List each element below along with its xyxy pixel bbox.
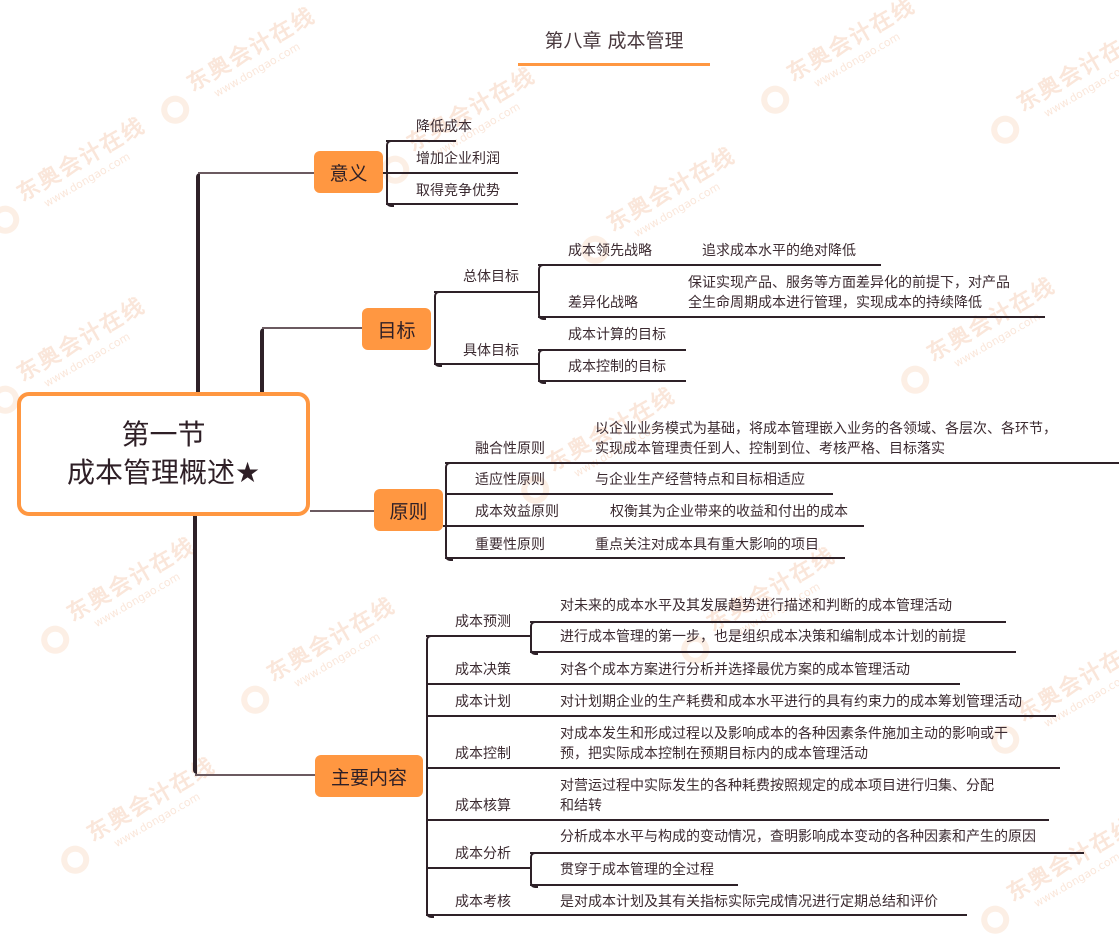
content-label[interactable]: 成本预测: [455, 614, 511, 630]
content-label[interactable]: 成本计划: [455, 694, 511, 710]
principle-label[interactable]: 成本效益原则: [475, 504, 559, 520]
root-line-1: 第一节: [121, 418, 206, 451]
connector-objectives: [262, 327, 362, 329]
topic-objectives[interactable]: 目标: [362, 308, 431, 350]
principle-label[interactable]: 重要性原则: [475, 537, 545, 553]
content-desc: 预，把实际成本控制在预期目标内的成本管理活动: [560, 746, 868, 762]
topic-main-content[interactable]: 主要内容: [315, 755, 423, 797]
connector-content: [195, 774, 315, 776]
content-desc: 对未来的成本水平及其发展趋势进行描述和判断的成本管理活动: [560, 598, 952, 614]
specific-objective-item[interactable]: 成本控制的目标: [568, 359, 666, 375]
content-label[interactable]: 成本决策: [455, 662, 511, 678]
content-desc: 对营运过程中实际发生的各种耗费按照规定的成本项目进行归集、分配: [560, 778, 994, 794]
underline: [426, 715, 1056, 717]
content-desc: 分析成本水平与构成的变动情况，查明影响成本变动的各种因素和产生的原因: [560, 829, 1036, 845]
content-desc: 对各个成本方案进行分析并选择最优方案的成本管理活动: [560, 662, 910, 678]
underline: [383, 172, 518, 174]
underline: [530, 621, 1006, 623]
bracket-overall: [538, 264, 546, 320]
trunk-upper-right: [260, 328, 264, 393]
underline: [426, 683, 960, 685]
underline: [434, 291, 540, 293]
strategy-label[interactable]: 差异化战略: [568, 295, 638, 311]
content-desc: 和结转: [560, 798, 602, 814]
principle-desc: 权衡其为企业带来的收益和付出的成本: [610, 504, 848, 520]
bracket-specific: [538, 349, 546, 384]
principle-desc: 实现成本管理责任到人、控制到位、考核严格、目标落实: [595, 441, 945, 457]
principle-desc: 以企业业务模式为基础，将成本管理嵌入业务的各领域、各层次、各环节，: [595, 421, 1057, 437]
underline: [386, 203, 518, 205]
root-node[interactable]: 第一节 成本管理概述★: [17, 392, 310, 516]
underline: [530, 651, 1016, 653]
underline: [538, 316, 1045, 318]
connector-principles: [310, 510, 374, 512]
underline: [434, 363, 540, 365]
title-underline: [518, 63, 710, 66]
underline: [443, 525, 864, 527]
significance-item[interactable]: 降低成本: [416, 119, 472, 135]
underline: [426, 914, 967, 916]
underline: [538, 380, 686, 382]
underline: [530, 884, 738, 886]
underline: [426, 635, 530, 637]
trunk-lower: [193, 516, 197, 774]
underline: [538, 349, 686, 351]
topic-significance[interactable]: 意义: [314, 151, 383, 193]
root-line-2: 成本管理概述★: [66, 456, 261, 489]
strategy-label[interactable]: 成本领先战略: [568, 243, 652, 259]
specific-objective-item[interactable]: 成本计算的目标: [568, 327, 666, 343]
underline: [426, 867, 530, 869]
principle-desc: 重点关注对成本具有重大影响的项目: [595, 537, 819, 553]
content-desc: 对计划期企业的生产耗费和成本水平进行的具有约束力的成本筹划管理活动: [560, 694, 1022, 710]
content-desc: 进行成本管理的第一步，也是组织成本决策和编制成本计划的前提: [560, 629, 966, 645]
connector-significance: [198, 172, 314, 174]
strategy-desc: 全生命周期成本进行管理，实现成本的持续降低: [688, 295, 982, 311]
underline: [426, 819, 1049, 821]
bracket-forecast: [530, 621, 538, 655]
content-label[interactable]: 成本核算: [455, 798, 511, 814]
principle-label[interactable]: 融合性原则: [475, 441, 545, 457]
principle-desc: 与企业生产经营特点和目标相适应: [595, 472, 805, 488]
overall-objective-label[interactable]: 总体目标: [463, 269, 519, 285]
content-desc: 是对成本计划及其有关指标实际完成情况进行定期总结和评价: [560, 894, 938, 910]
trunk-upper-left: [196, 173, 200, 393]
significance-item[interactable]: 增加企业利润: [416, 151, 500, 167]
underline: [445, 462, 1119, 464]
content-desc: 贯穿于成本管理的全过程: [560, 862, 714, 878]
specific-objective-label[interactable]: 具体目标: [463, 343, 519, 359]
underline: [386, 140, 456, 142]
chapter-title: 第八章 成本管理: [544, 30, 684, 52]
underline: [445, 493, 833, 495]
bracket-analysis: [530, 852, 538, 888]
content-label[interactable]: 成本考核: [455, 894, 511, 910]
significance-item[interactable]: 取得竞争优势: [416, 183, 500, 199]
content-label[interactable]: 成本控制: [455, 746, 511, 762]
underline: [445, 557, 845, 559]
strategy-desc: 保证实现产品、服务等方面差异化的前提下，对产品: [688, 275, 1010, 291]
bracket-principles: [445, 462, 453, 561]
bracket-objectives: [434, 291, 442, 367]
content-desc: 对成本发生和形成过程以及影响成本的各种因素条件施加主动的影响或干: [560, 726, 1008, 742]
content-label[interactable]: 成本分析: [455, 846, 511, 862]
bracket-content: [426, 635, 434, 918]
strategy-desc: 追求成本水平的绝对降低: [702, 243, 856, 259]
topic-principles[interactable]: 原则: [374, 489, 443, 531]
underline: [426, 767, 1060, 769]
underline: [530, 852, 1084, 854]
underline: [538, 264, 881, 266]
principle-label[interactable]: 适应性原则: [475, 472, 545, 488]
